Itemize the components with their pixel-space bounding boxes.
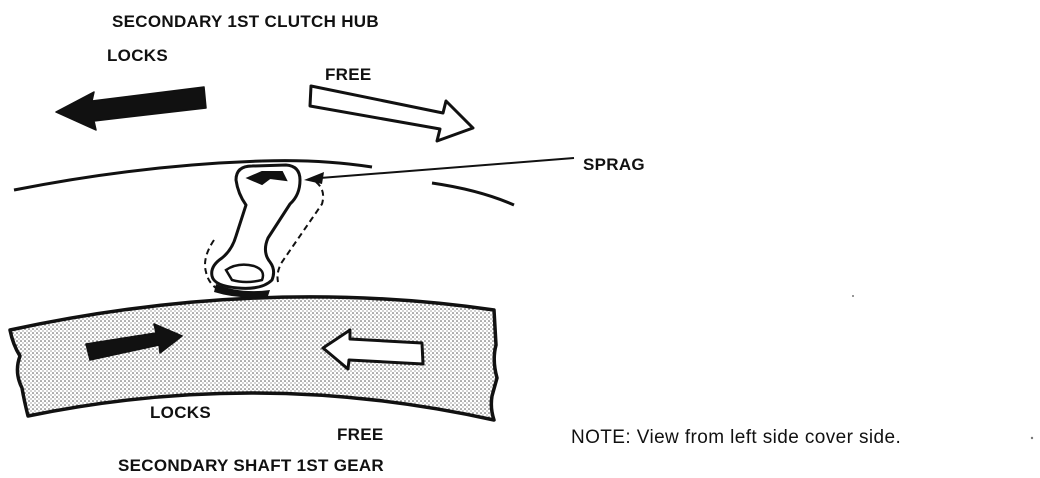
secondary-shaft-gear-body xyxy=(8,295,499,422)
sprag-contact-patch xyxy=(214,284,270,298)
speck xyxy=(1030,436,1034,440)
sprag-label: SPRAG xyxy=(583,155,645,174)
gear-title: SECONDARY SHAFT 1ST GEAR xyxy=(118,456,385,475)
free-arrow-bottom-icon xyxy=(321,328,425,371)
sprag-tilted-outline-left xyxy=(204,239,217,289)
locks-arrow-top-icon xyxy=(55,86,207,131)
sprag-bottom-detail xyxy=(224,263,265,284)
sprag-leader-arrowhead xyxy=(304,172,324,184)
sprag-leader-line xyxy=(319,157,575,179)
locks-arrow-bottom-icon xyxy=(85,323,183,361)
speck xyxy=(852,295,854,297)
clutch-hub-arc-left xyxy=(13,159,263,192)
free-arrow-top-icon xyxy=(308,84,475,143)
sprag-element xyxy=(210,163,302,290)
free-label-top: FREE xyxy=(325,65,372,84)
view-note: NOTE: View from left side cover side. xyxy=(571,427,902,448)
clutch-hub-title: SECONDARY 1ST CLUTCH HUB xyxy=(112,12,379,31)
locks-label-bottom: LOCKS xyxy=(150,403,211,422)
clutch-hub-arc-mid xyxy=(261,159,373,169)
clutch-hub-arc-right xyxy=(431,181,515,207)
free-label-bottom: FREE xyxy=(337,425,384,444)
locks-label-top: LOCKS xyxy=(107,46,168,65)
sprag-top-detail xyxy=(245,171,288,186)
